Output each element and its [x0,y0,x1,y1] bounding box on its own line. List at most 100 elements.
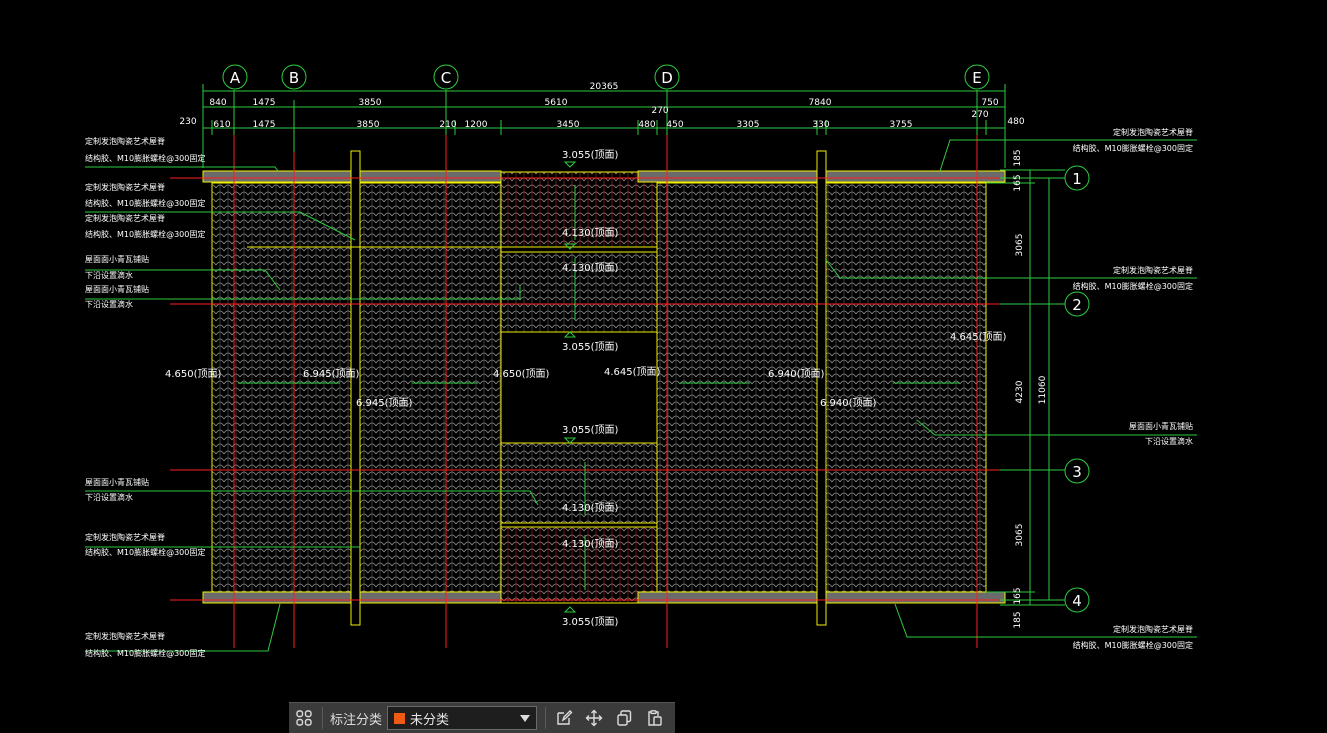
svg-text:5610: 5610 [545,98,568,108]
svg-text:480: 480 [638,120,655,130]
svg-text:屋面面小青瓦铺贴: 屋面面小青瓦铺贴 [1129,421,1193,431]
svg-text:185: 185 [1013,149,1023,166]
svg-text:3.055(顶面): 3.055(顶面) [562,424,619,436]
svg-text:下沿设置滴水: 下沿设置滴水 [1145,436,1193,446]
bubble-E [964,64,990,90]
annotation-notes: 定制发泡陶瓷艺术屋脊 结构胶、M10膨胀螺栓@300固定 定制发泡陶瓷艺术屋脊 … [85,127,1193,658]
bubble-A [222,64,248,90]
paste-icon[interactable] [639,703,669,733]
svg-text:屋面面小青瓦铺贴: 屋面面小青瓦铺贴 [85,254,149,264]
svg-text:7840: 7840 [809,98,832,108]
svg-text:610: 610 [213,120,230,130]
svg-text:3065: 3065 [1015,524,1025,547]
svg-text:4.130(顶面): 4.130(顶面) [562,227,619,239]
bubble-label-4: 4 [1072,592,1082,610]
copy-icon[interactable] [609,703,639,733]
bubble-D [654,64,680,90]
edit-icon[interactable] [549,703,579,733]
bubble-C [433,64,459,90]
svg-text:450: 450 [666,120,683,130]
svg-text:6.940(顶面): 6.940(顶面) [768,368,825,380]
move-icon[interactable] [579,703,609,733]
svg-text:定制发泡陶瓷艺术屋脊: 定制发泡陶瓷艺术屋脊 [85,136,165,146]
bubble-label-D: D [661,69,673,87]
roof-field-center-top [500,171,658,248]
svg-text:185: 185 [1013,611,1023,628]
svg-text:定制发泡陶瓷艺术屋脊: 定制发泡陶瓷艺术屋脊 [85,182,165,192]
grid-bubble-labels: A B C D E 1 2 3 4 [230,69,1082,610]
category-select[interactable]: 未分类 [387,706,538,730]
svg-text:210: 210 [439,120,456,130]
svg-text:结构胶、M10膨胀螺栓@300固定: 结构胶、M10膨胀螺栓@300固定 [1073,640,1193,650]
svg-text:结构胶、M10膨胀螺栓@300固定: 结构胶、M10膨胀螺栓@300固定 [85,198,205,208]
svg-text:3.055(顶面): 3.055(顶面) [562,149,619,161]
svg-text:下沿设置滴水: 下沿设置滴水 [85,299,133,309]
svg-text:3065: 3065 [1015,234,1025,257]
svg-text:4.645(顶面): 4.645(顶面) [950,331,1007,343]
svg-text:6.945(顶面): 6.945(顶面) [303,368,360,380]
svg-text:屋面面小青瓦铺贴: 屋面面小青瓦铺贴 [85,284,149,294]
bubble-label-C: C [441,69,451,87]
svg-text:定制发泡陶瓷艺术屋脊: 定制发泡陶瓷艺术屋脊 [1113,265,1193,275]
svg-text:1475: 1475 [253,120,276,130]
bubble-label-2: 2 [1072,296,1082,314]
bubble-B [281,64,307,90]
category-selected-value: 未分类 [410,712,450,728]
grid-icon[interactable] [289,703,319,733]
svg-text:270: 270 [971,110,988,120]
svg-text:3305: 3305 [737,120,760,130]
svg-text:4.130(顶面): 4.130(顶面) [562,502,619,514]
svg-text:1475: 1475 [253,98,276,108]
courtyard-opening [500,331,658,444]
svg-text:165: 165 [1013,587,1023,604]
svg-text:结构胶、M10膨胀螺栓@300固定: 结构胶、M10膨胀螺栓@300固定 [85,229,205,239]
svg-text:3.055(顶面): 3.055(顶面) [562,616,619,628]
svg-text:330: 330 [812,120,829,130]
grid-bubbles [222,64,1090,613]
svg-text:定制发泡陶瓷艺术屋脊: 定制发泡陶瓷艺术屋脊 [85,213,165,223]
bubble-label-B: B [289,69,299,87]
ridge-post-left [350,150,361,626]
svg-text:4.130(顶面): 4.130(顶面) [562,262,619,274]
svg-text:屋面面小青瓦铺贴: 屋面面小青瓦铺贴 [85,477,149,487]
svg-text:定制发泡陶瓷艺术屋脊: 定制发泡陶瓷艺术屋脊 [1113,127,1193,137]
toolbar-divider [545,707,547,729]
bubble-3 [1064,458,1090,484]
svg-text:6.945(顶面): 6.945(顶面) [356,397,413,409]
svg-text:结构胶、M10膨胀螺栓@300固定: 结构胶、M10膨胀螺栓@300固定 [1073,143,1193,153]
axis-grid-lines [170,125,1000,648]
dimension-text: 20365 840 1475 3850 5610 7840 750 270 23… [179,82,1024,130]
bubble-1 [1064,165,1090,191]
dim-overall: 20365 [590,82,619,92]
bubble-label-A: A [230,69,241,87]
svg-text:6.940(顶面): 6.940(顶面) [820,397,877,409]
svg-text:165: 165 [1013,174,1023,191]
svg-text:1200: 1200 [465,120,488,130]
svg-text:定制发泡陶瓷艺术屋脊: 定制发泡陶瓷艺术屋脊 [85,532,165,542]
bubble-label-1: 1 [1072,170,1082,188]
ridge-post-right [816,150,827,626]
svg-text:结构胶、M10膨胀螺栓@300固定: 结构胶、M10膨胀螺栓@300固定 [1073,281,1193,291]
svg-text:下沿设置滴水: 下沿设置滴水 [85,492,133,502]
svg-text:230: 230 [179,117,196,127]
svg-text:3755: 3755 [890,120,913,130]
bubble-4 [1064,587,1090,613]
toolbar-divider [322,707,323,729]
svg-text:3850: 3850 [359,98,382,108]
category-color-swatch [394,712,406,724]
chevron-down-icon [520,714,531,722]
svg-text:11060: 11060 [1038,375,1048,404]
svg-text:结构胶、M10膨胀螺栓@300固定: 结构胶、M10膨胀螺栓@300固定 [85,547,205,557]
elevation-labels: 3.055(顶面) 4.130(顶面) 4.130(顶面) 3.055(顶面) … [165,149,1007,628]
annotation-toolbar: 标注分类 未分类 [289,702,675,733]
svg-text:定制发泡陶瓷艺术屋脊: 定制发泡陶瓷艺术屋脊 [85,631,165,641]
svg-text:结构胶、M10膨胀螺栓@300固定: 结构胶、M10膨胀螺栓@300固定 [85,153,205,163]
ridge-bars [202,150,1006,626]
roof-field-center-mid2 [500,442,658,524]
svg-text:3.055(顶面): 3.055(顶面) [562,341,619,353]
svg-text:下沿设置滴水: 下沿设置滴水 [85,270,133,280]
dimension-lines [85,84,1197,652]
dimension-text-vertical: 185 165 3065 4230 3065 165 185 11060 [1013,149,1048,628]
svg-text:4.645(顶面): 4.645(顶面) [604,366,661,378]
